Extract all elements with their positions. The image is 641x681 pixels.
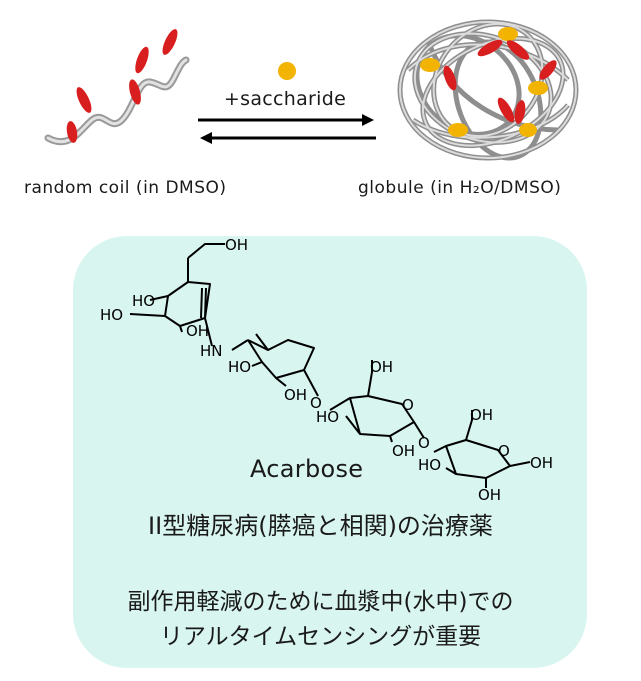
description-line-2: 副作用軽減のために血漿中(水中)での [127,589,514,615]
svg-text:OH: OH [478,486,501,504]
svg-text:OH: OH [392,442,415,460]
saccharide-icon [278,62,296,80]
reagent-label: +saccharide [223,88,347,110]
svg-text:OH: OH [470,406,493,424]
svg-text:O: O [418,434,430,452]
svg-text:HO: HO [132,292,155,310]
svg-text:OH: OH [284,386,307,404]
description-line-1: II型糖尿病(膵癌と相関)の治療薬 [148,512,493,540]
svg-text:O: O [498,442,510,460]
globule-illustration [397,19,579,161]
svg-text:HO: HO [418,456,441,474]
svg-text:HO: HO [228,358,251,376]
reaction-scheme: +saccharide [0,0,641,215]
molecule-name: Acarbose [250,455,364,483]
svg-text:HO: HO [316,408,339,426]
svg-text:OH: OH [225,236,248,254]
svg-text:OH: OH [370,358,393,376]
svg-text:O: O [310,394,322,412]
svg-text:OH: OH [186,322,209,340]
equilibrium-arrows [198,114,376,144]
globule-caption: globule (in H₂O/DMSO) [358,178,562,198]
random-coil-illustration [44,29,190,146]
random-coil-caption: random coil (in DMSO) [24,178,227,198]
acarbose-panel [73,236,587,668]
svg-text:OH: OH [530,454,553,472]
svg-text:HN: HN [200,342,223,360]
svg-text:O: O [402,396,414,414]
description-line-3: リアルタイムセンシングが重要 [159,624,482,650]
svg-text:HO: HO [100,306,123,324]
